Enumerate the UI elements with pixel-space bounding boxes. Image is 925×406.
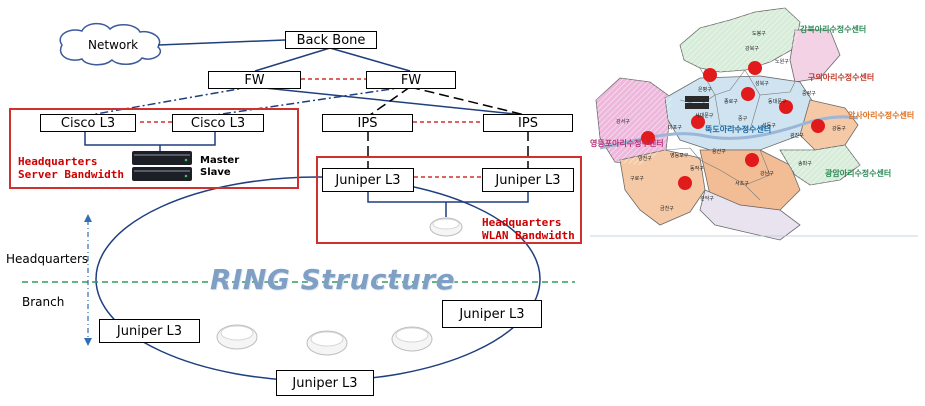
- hq-wlan-bandwidth-label: Headquarters WLAN Bandwidth: [482, 216, 575, 242]
- ips-left-label: IPS: [357, 115, 378, 131]
- district-label: 서대문구: [695, 113, 714, 119]
- district-label: 송파구: [798, 161, 812, 167]
- network-cloud-shape: [59, 22, 162, 66]
- district-label: 금천구: [660, 206, 674, 212]
- hq-server-frame: [9, 108, 299, 189]
- juniper-hq-right-node: Juniper L3: [482, 168, 574, 192]
- headquarters-label: Headquarters: [6, 252, 89, 266]
- juniper-ring-right-label: Juniper L3: [459, 306, 525, 322]
- juniper-ring-right-node: Juniper L3: [442, 300, 542, 328]
- access-point-icon-2: [306, 330, 348, 356]
- access-point-icon-hq: [429, 217, 463, 237]
- fw-left-label: FW: [244, 72, 265, 88]
- backbone-label: Back Bone: [296, 32, 366, 48]
- district-label: 도봉구: [752, 31, 766, 37]
- district-label: 강동구: [832, 126, 846, 132]
- map-red-dots: [641, 61, 825, 190]
- map-center-yeongdeungpo: 영등포아리수정수센터: [590, 139, 664, 148]
- map-center-amsa: 암사아리수정수센터: [848, 111, 915, 120]
- fw-right-node: FW: [366, 71, 456, 89]
- district-label: 동작구: [690, 166, 704, 172]
- map-center-guui: 구의아리수정수센터: [808, 73, 875, 82]
- master-slave-label: Master Slave: [200, 155, 240, 178]
- ips-right-node: IPS: [483, 114, 573, 132]
- district-label: 동대문구: [768, 99, 787, 105]
- fw-right-label: FW: [400, 72, 422, 88]
- district-label: 종로구: [724, 99, 738, 105]
- district-label: 강남구: [760, 171, 774, 177]
- hq-wlan-frame: [316, 156, 582, 244]
- district-label: 중구: [738, 116, 748, 122]
- cisco-left-node: Cisco L3: [40, 114, 136, 132]
- juniper-ring-left-node: Juniper L3: [99, 319, 200, 343]
- map-center-gwangam: 광암아리수정수센터: [825, 169, 892, 178]
- ips-left-node: IPS: [322, 114, 413, 132]
- network-label: Network: [88, 38, 139, 52]
- juniper-hq-right-label: Juniper L3: [495, 172, 561, 188]
- fw-left-node: FW: [208, 71, 301, 89]
- map-center-gangbuk: 강북아리수정수센터: [800, 25, 867, 34]
- district-label: 노원구: [775, 59, 789, 65]
- map-server-icon: [685, 96, 709, 109]
- district-label: 광진구: [790, 133, 804, 139]
- cisco-right-label: Cisco L3: [190, 115, 246, 131]
- juniper-ring-bottom-node: Juniper L3: [276, 370, 374, 396]
- district-label: 서초구: [735, 181, 749, 187]
- district-label: 성북구: [755, 81, 769, 87]
- juniper-ring-left-label: Juniper L3: [116, 323, 183, 339]
- district-label: 영등포구: [670, 153, 689, 159]
- juniper-hq-left-label: Juniper L3: [335, 172, 401, 188]
- branch-label: Branch: [22, 295, 65, 309]
- access-point-icon-3: [391, 326, 433, 352]
- district-label: 은평구: [698, 87, 712, 93]
- district-label: 마포구: [668, 125, 682, 131]
- district-label: 강북구: [745, 46, 759, 52]
- juniper-hq-left-node: Juniper L3: [322, 168, 414, 192]
- district-label: 구로구: [630, 176, 644, 182]
- ring-structure-title: RING Structure: [210, 263, 456, 296]
- district-label: 성동구: [762, 123, 776, 129]
- backbone-node: Back Bone: [285, 31, 377, 49]
- district-label: 관악구: [700, 196, 714, 202]
- cisco-left-label: Cisco L3: [60, 115, 116, 131]
- cisco-right-node: Cisco L3: [172, 114, 264, 132]
- district-label: 양천구: [638, 156, 652, 162]
- ips-right-label: IPS: [518, 115, 538, 131]
- map-center-ttukdo: 뚝도아리수정수센터: [705, 125, 772, 134]
- access-point-icon-1: [216, 324, 258, 350]
- district-label: 강서구: [616, 119, 630, 125]
- district-label: 중랑구: [802, 91, 816, 97]
- juniper-ring-bottom-label: Juniper L3: [292, 375, 358, 391]
- server-rack-icon: [132, 151, 192, 181]
- hq-server-bandwidth-label: Headquarters Server Bandwidth: [18, 155, 124, 181]
- district-label: 용산구: [712, 149, 726, 155]
